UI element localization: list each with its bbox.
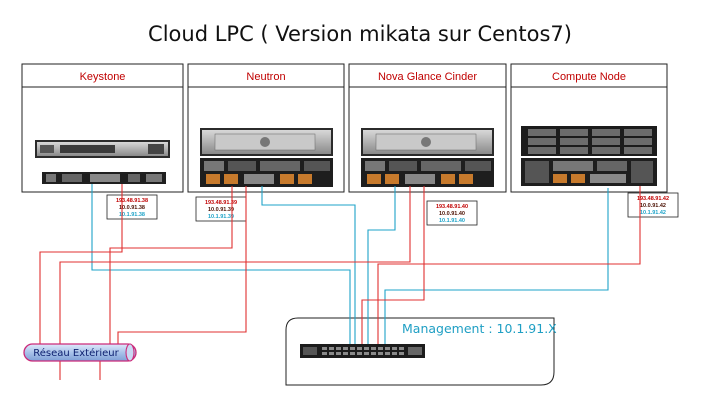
ip-public: 193.48.91.38: [116, 198, 148, 204]
ip-public: 193.48.91.39: [205, 200, 237, 206]
ip-public: 193.48.91.42: [637, 196, 669, 202]
ip-management: 10.1.91.42: [640, 210, 666, 216]
server-icon: [35, 140, 170, 184]
external-network-pipe: Réseau Extérieur: [23, 343, 137, 362]
server-icon: [361, 128, 494, 187]
ip-management: 10.1.91.39: [208, 214, 234, 220]
ip-box-neutron: 193.48.91.39 10.0.91.39 10.1.91.39: [195, 196, 247, 222]
ip-internal: 10.0.91.42: [640, 203, 666, 209]
node-nova-glance-cinder: Nova Glance Cinder: [348, 63, 507, 193]
ip-box-nova-glance-cinder: 193.48.91.40 10.0.91.40 10.1.91.40: [426, 200, 478, 226]
ip-box-keystone: 193.48.91.38 10.0.91.38 10.1.91.38: [106, 194, 158, 220]
ip-management: 10.1.91.40: [439, 218, 465, 224]
ip-internal: 10.0.91.39: [208, 207, 234, 213]
ip-public: 193.48.91.40: [436, 204, 468, 210]
page-title: Cloud LPC ( Version mikata sur Centos7): [148, 22, 572, 46]
node-label-compute: Compute Node: [552, 71, 626, 83]
ip-internal: 10.0.91.40: [439, 211, 465, 217]
node-neutron: Neutron: [187, 63, 345, 193]
server-icon: [200, 128, 333, 187]
ip-internal: 10.0.91.38: [119, 205, 145, 211]
node-compute: Compute Node: [510, 63, 668, 193]
node-label-neutron: Neutron: [246, 71, 285, 83]
node-label-nova-glance-cinder: Nova Glance Cinder: [378, 71, 477, 83]
external-network-label: Réseau Extérieur: [33, 347, 119, 359]
management-switch-icon: [300, 344, 425, 358]
ip-management: 10.1.91.38: [119, 212, 145, 218]
node-label-keystone: Keystone: [80, 71, 126, 83]
ip-box-compute: 193.48.91.42 10.0.91.42 10.1.91.42: [627, 192, 679, 218]
node-keystone: Keystone: [21, 63, 184, 193]
public-links: [39, 184, 641, 380]
management-zone: [285, 317, 555, 386]
management-links: [91, 184, 609, 345]
management-label: Management : 10.1.91.X: [402, 321, 557, 336]
server-icon: [521, 126, 657, 186]
